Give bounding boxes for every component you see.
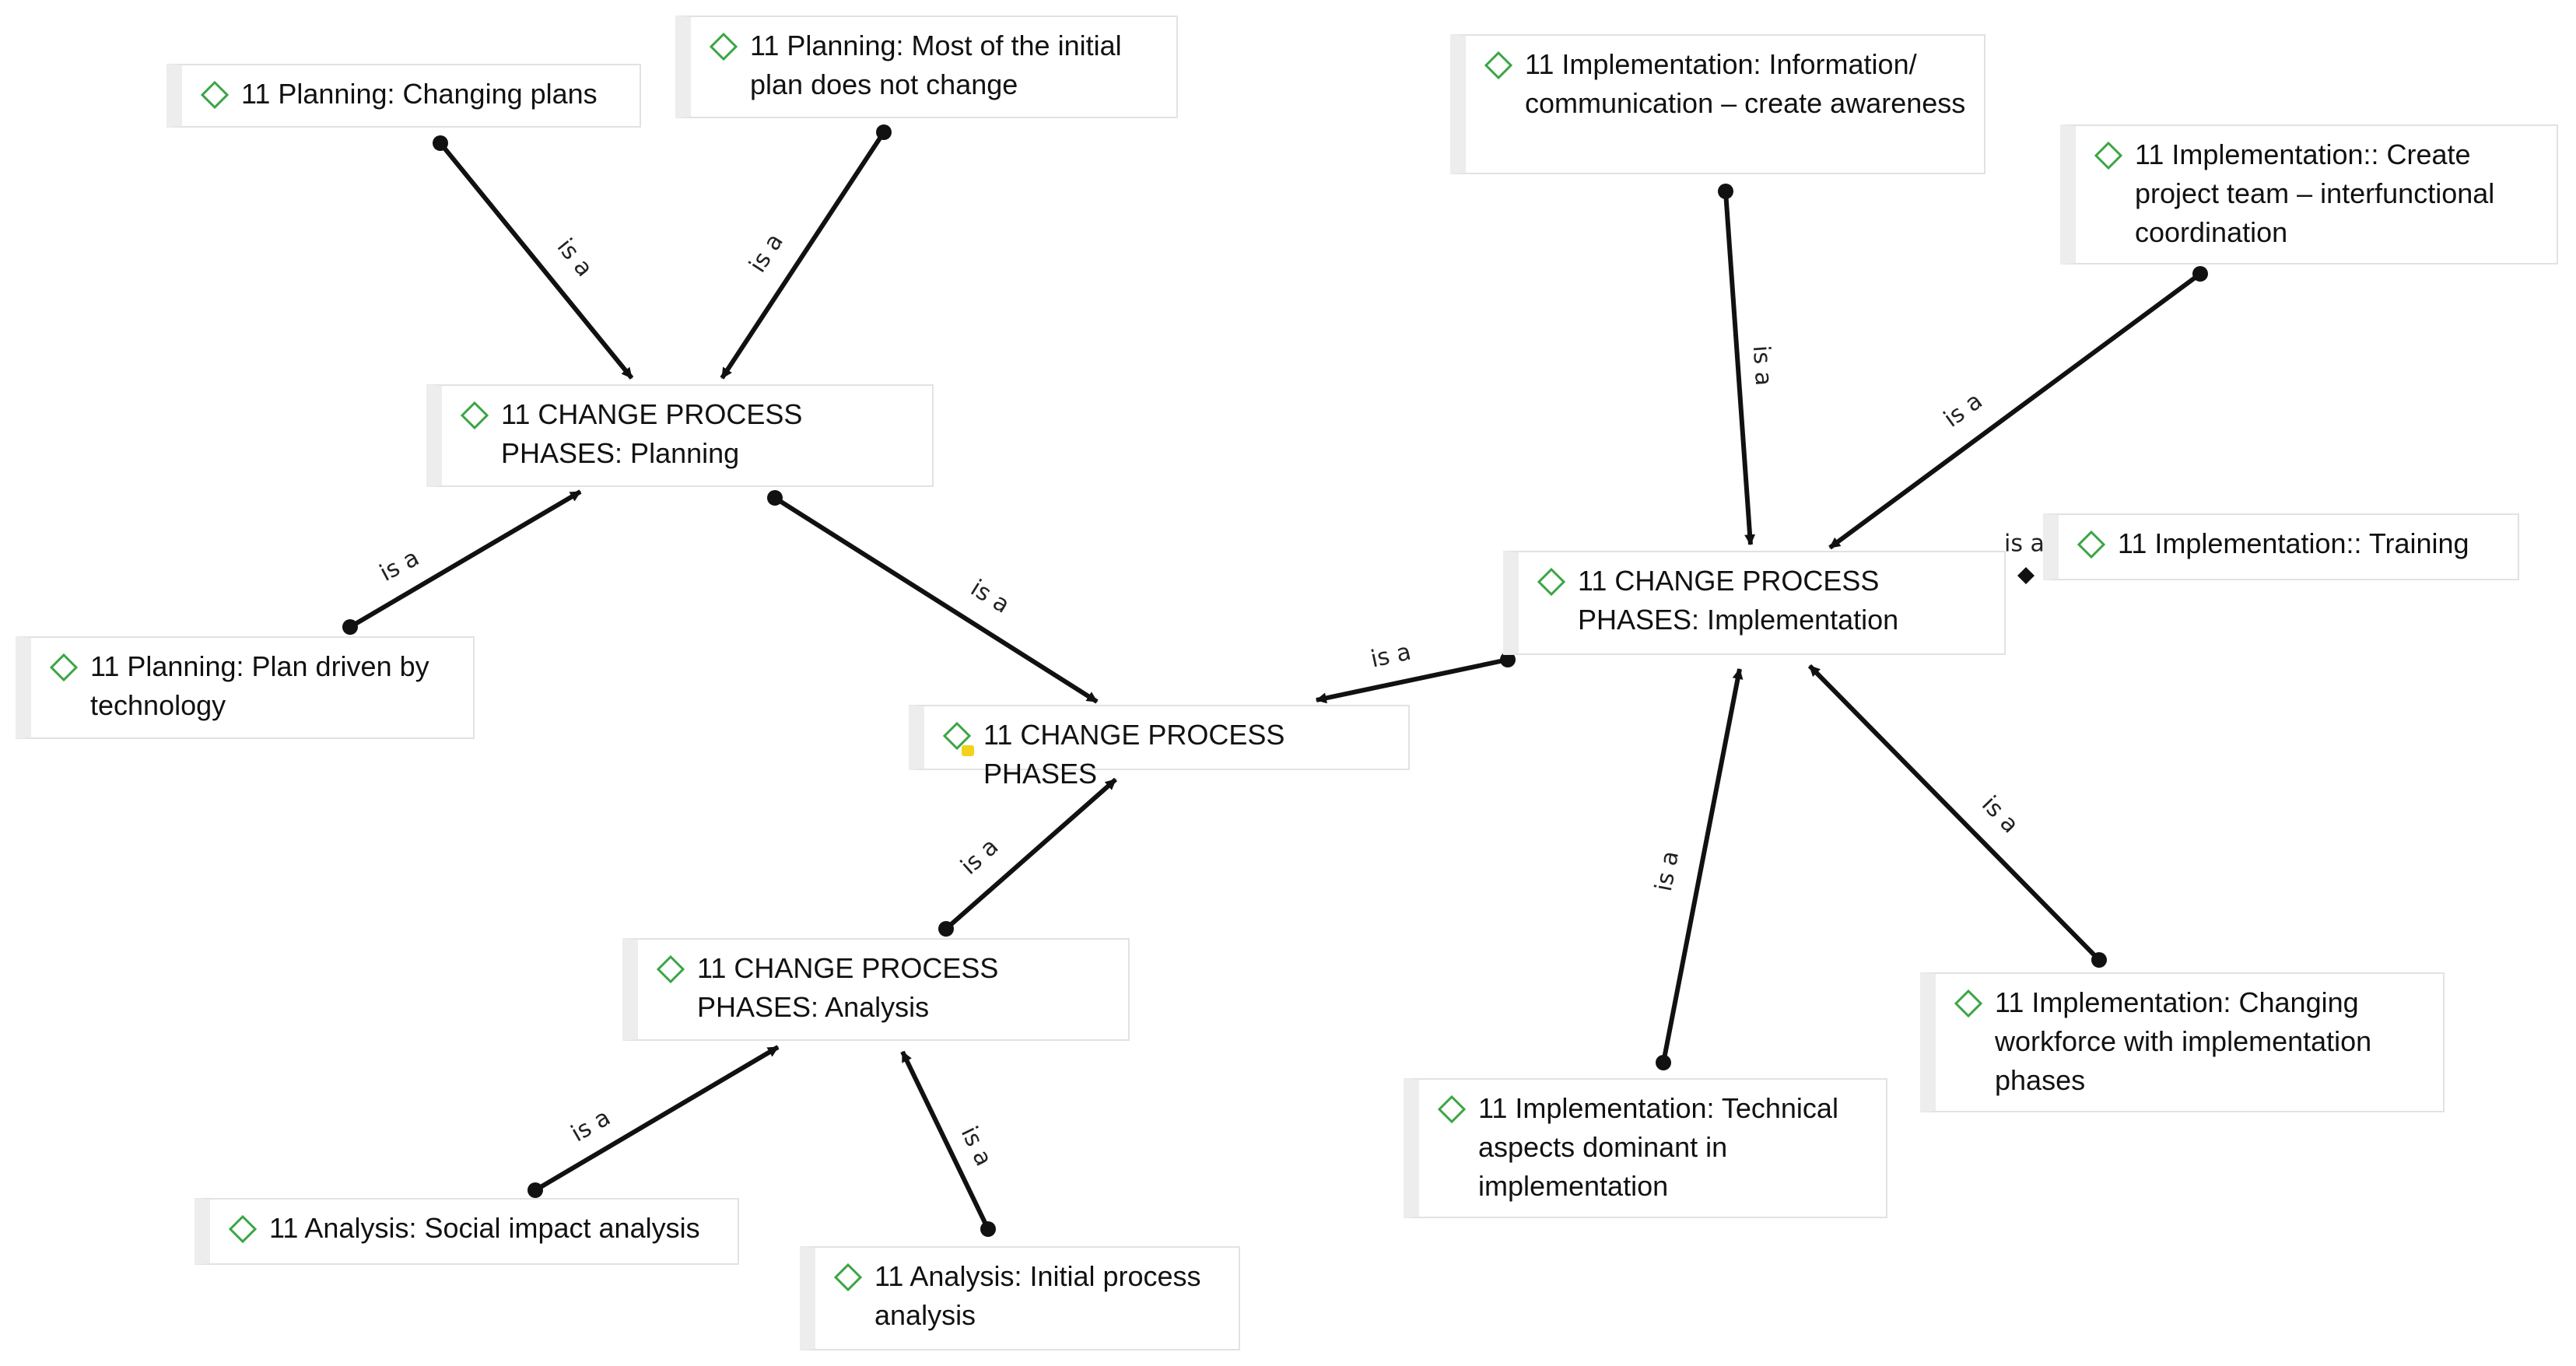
node-label: 11 Implementation: Information/ communic… xyxy=(1525,48,1966,119)
concept-node-impl-training[interactable]: 11 Implementation:: Training xyxy=(2043,513,2519,580)
edge-label: is a xyxy=(955,833,1004,881)
node-label: 11 CHANGE PROCESS PHASES: Analysis xyxy=(697,952,999,1023)
node-label: 11 Implementation:: Training xyxy=(2118,527,2469,559)
edge-line xyxy=(349,489,582,629)
diamond-icon xyxy=(229,1215,257,1243)
edge-line xyxy=(1723,191,1756,546)
diamond-icon xyxy=(2094,142,2122,170)
edge-diamond-marker xyxy=(2017,567,2035,584)
edge-line xyxy=(773,496,1099,704)
edge-line xyxy=(1828,271,2202,550)
edge-impl-info-to-impl-phase[interactable] xyxy=(1718,184,1756,546)
concept-node-root[interactable]: 11 CHANGE PROCESS PHASES xyxy=(909,705,1410,790)
edge-start-dot xyxy=(433,135,448,151)
edge-start-dot xyxy=(1500,652,1516,667)
concept-node-impl-team[interactable]: 11 Implementation:: Create project team … xyxy=(2060,124,2558,264)
edge-planning-tech-to-planning-phase[interactable] xyxy=(342,489,582,635)
node-label: 11 CHANGE PROCESS PHASES: Planning xyxy=(501,398,803,469)
diamond-icon xyxy=(1537,568,1565,596)
edge-label: is a xyxy=(1939,387,1988,433)
concept-node-analysis-social[interactable]: 11 Analysis: Social impact analysis xyxy=(195,1198,739,1265)
node-label: 11 CHANGE PROCESS PHASES: Implementation xyxy=(1578,565,1899,636)
edge-analysis-initial-to-analysis-phase[interactable] xyxy=(900,1050,996,1237)
concept-node-planning-tech[interactable]: 11 Planning: Plan driven by technology xyxy=(16,636,475,739)
node-label: 11 Planning: Changing plans xyxy=(241,78,598,110)
edge-impl-team-to-impl-phase[interactable] xyxy=(1828,266,2208,550)
edge-label: is a xyxy=(552,233,598,282)
edge-analysis-social-to-analysis-phase[interactable] xyxy=(527,1045,780,1198)
edge-label: is a xyxy=(566,1104,615,1147)
concept-node-analysis-initial[interactable]: 11 Analysis: Initial process analysis xyxy=(800,1246,1240,1350)
concept-node-planning-changing[interactable]: 11 Planning: Changing plans xyxy=(166,64,641,128)
comment-badge-icon xyxy=(962,745,974,756)
edge-planning-changing-to-planning-phase[interactable] xyxy=(433,135,634,380)
edge-impl-workforce-to-impl-phase[interactable] xyxy=(1807,664,2107,968)
diamond-icon xyxy=(1438,1095,1466,1123)
concept-node-planning-most[interactable]: 11 Planning: Most of the initial plan do… xyxy=(675,16,1178,118)
diamond-icon xyxy=(1484,51,1512,79)
edge-line xyxy=(534,1045,780,1193)
diamond-icon xyxy=(710,33,738,61)
edge-label: is a xyxy=(2004,531,2045,558)
diamond-icon xyxy=(1954,989,1982,1017)
edge-line xyxy=(900,1050,990,1231)
edge-label: is a xyxy=(375,544,423,587)
edge-impl-technical-to-impl-phase[interactable] xyxy=(1656,667,1744,1070)
concept-node-analysis-phase[interactable]: 11 CHANGE PROCESS PHASES: Analysis xyxy=(622,938,1130,1041)
edge-line xyxy=(1315,657,1509,704)
edge-start-dot xyxy=(2091,952,2107,968)
diamond-icon xyxy=(834,1263,862,1291)
edge-analysis-phase-to-root[interactable] xyxy=(938,777,1117,937)
edge-line xyxy=(1807,664,2101,962)
edge-label: is a xyxy=(966,575,1015,619)
node-label: 11 Implementation: Technical aspects dom… xyxy=(1478,1092,1838,1202)
diamond-icon xyxy=(461,401,489,429)
edge-start-dot xyxy=(876,124,892,140)
edge-start-dot xyxy=(527,1182,543,1198)
node-label: 11 Analysis: Initial process analysis xyxy=(874,1260,1201,1331)
concept-node-impl-workforce[interactable]: 11 Implementation: Changing workforce wi… xyxy=(1920,972,2445,1112)
edge-line xyxy=(438,142,634,380)
edge-impl-training-to-impl-phase[interactable] xyxy=(2017,567,2035,584)
concept-node-impl-technical[interactable]: 11 Implementation: Technical aspects dom… xyxy=(1404,1078,1887,1218)
edge-start-dot xyxy=(2192,266,2208,282)
concept-node-impl-info[interactable]: 11 Implementation: Information/ communic… xyxy=(1450,34,1985,174)
edge-line xyxy=(1661,667,1744,1063)
edge-start-dot xyxy=(938,921,954,937)
concept-node-impl-phase[interactable]: 11 CHANGE PROCESS PHASES: Implementation xyxy=(1503,551,2006,655)
node-label: 11 Implementation: Changing workforce wi… xyxy=(1995,986,2372,1096)
edge-start-dot xyxy=(1656,1055,1671,1070)
edge-label: is a xyxy=(1747,345,1778,387)
node-label: 11 CHANGE PROCESS PHASES xyxy=(983,719,1285,790)
node-label: 11 Analysis: Social impact analysis xyxy=(269,1212,700,1244)
edge-start-dot xyxy=(1718,184,1733,199)
edge-label: is a xyxy=(1650,849,1684,894)
edge-line xyxy=(945,777,1117,931)
diamond-icon xyxy=(657,955,685,983)
edge-start-dot xyxy=(767,490,783,506)
diamond-icon xyxy=(943,722,971,750)
edge-line xyxy=(720,131,886,380)
edge-label: is a xyxy=(744,229,789,278)
diamond-icon xyxy=(2077,531,2105,559)
edge-impl-phase-to-root[interactable] xyxy=(1315,652,1516,704)
edge-start-dot xyxy=(342,619,358,635)
edge-planning-most-to-planning-phase[interactable] xyxy=(720,124,892,380)
edge-label: is a xyxy=(1369,639,1414,674)
concept-node-planning-phase[interactable]: 11 CHANGE PROCESS PHASES: Planning xyxy=(426,384,934,487)
edge-label: is a xyxy=(955,1123,997,1171)
diamond-icon xyxy=(201,81,229,109)
edge-label: is a xyxy=(1976,790,2024,839)
edge-start-dot xyxy=(980,1221,996,1237)
node-label: 11 Planning: Most of the initial plan do… xyxy=(750,30,1122,100)
node-label: 11 Planning: Plan driven by technology xyxy=(90,650,429,721)
node-label: 11 Implementation:: Create project team … xyxy=(2135,138,2495,248)
edge-planning-phase-to-root[interactable] xyxy=(767,490,1099,704)
diamond-icon xyxy=(50,653,78,681)
